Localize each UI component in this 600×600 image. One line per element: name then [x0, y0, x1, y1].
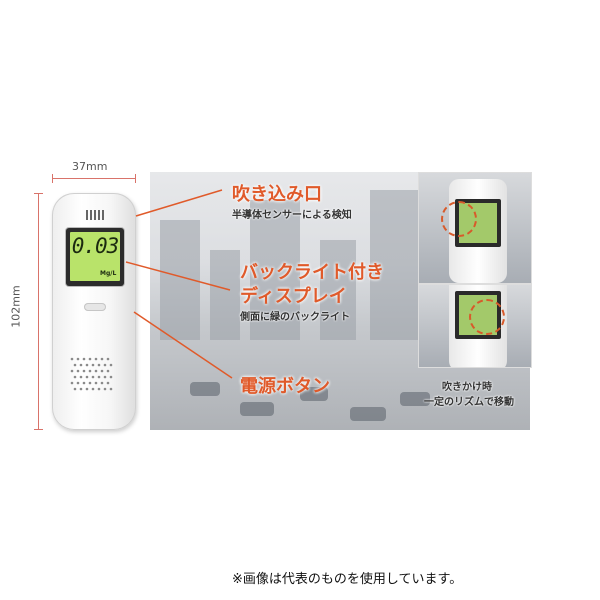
power-button: [84, 303, 106, 311]
height-dimension-tick-top: [34, 193, 43, 194]
power-title: 電源ボタン: [240, 376, 330, 397]
inset-photo-bottom: [418, 284, 532, 368]
speaker-holes: [70, 357, 113, 391]
lcd-screen: [70, 232, 120, 281]
inlet-title: 吹き込み口: [232, 184, 322, 205]
display-title-line1: バックライト付き: [240, 262, 384, 283]
disclaimer-note: ※画像は代表のものを使用しています。: [232, 572, 463, 587]
height-dimension-line: [38, 193, 39, 430]
width-dimension-line: [52, 178, 136, 179]
blow-position-marker-top: [441, 201, 477, 237]
display-title-line2: ディスプレイ: [240, 286, 347, 307]
lcd-reading: 0.03: [71, 234, 120, 258]
height-dimension-label: 102mm: [9, 285, 23, 328]
width-dimension-label: 37mm: [72, 160, 108, 173]
inset-photo-top: [418, 172, 532, 284]
inlet-description: 半導体センサーによる検知: [232, 210, 352, 221]
width-dimension-tick-left: [52, 174, 53, 183]
inset-caption-line1: 吹きかけ時: [442, 382, 492, 393]
height-dimension-tick-bottom: [34, 429, 43, 430]
blow-position-marker-bottom: [469, 299, 505, 335]
width-dimension-tick-right: [135, 174, 136, 183]
lcd-unit: Mg/L: [100, 270, 117, 277]
inset-caption-line2: 一定のリズムで移動: [424, 397, 514, 408]
inlet-grill: [86, 205, 108, 220]
display-description: 側面に緑のバックライト: [240, 312, 350, 323]
